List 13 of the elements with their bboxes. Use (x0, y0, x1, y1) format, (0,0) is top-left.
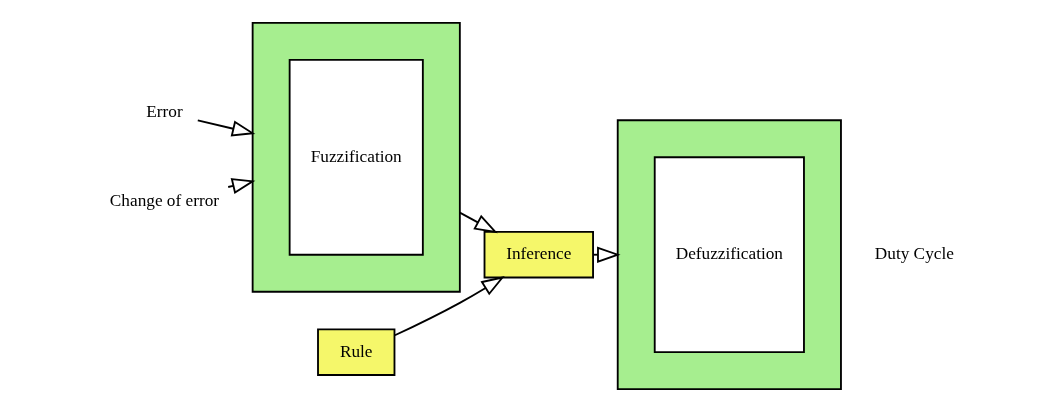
arrow (592, 246, 621, 263)
cluster (251, 21, 461, 293)
node-text: Error (146, 102, 183, 122)
node-box: Fuzzification (288, 58, 424, 256)
cluster (616, 119, 842, 391)
arrow (394, 276, 505, 337)
arrow (458, 211, 498, 234)
node-box: Rule (317, 328, 396, 376)
node-box: Inference (483, 230, 594, 279)
arrow (196, 119, 256, 137)
node-text: Change of error (109, 191, 220, 211)
label: Duty Cycle (874, 244, 954, 264)
node-box: Defuzzification (653, 156, 805, 354)
